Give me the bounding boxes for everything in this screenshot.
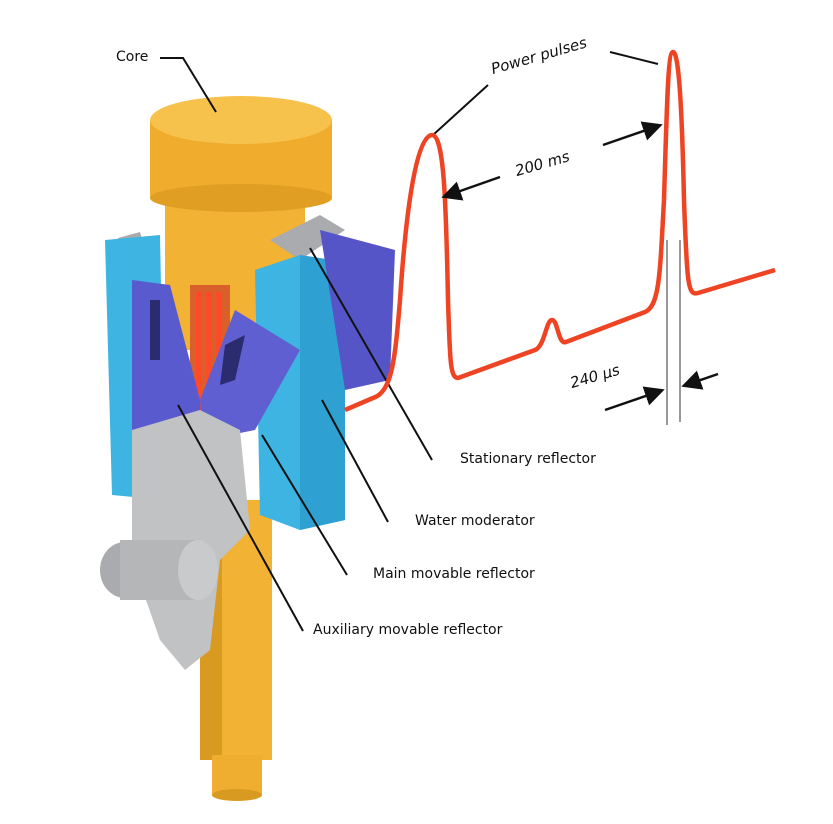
auxiliary-movable-reflector: [100, 410, 250, 670]
power-pulse-curve: [344, 49, 776, 413]
label-core: Core: [116, 49, 149, 65]
label-main-movable-reflector: Main movable reflector: [373, 566, 535, 582]
leader-lines: [160, 51, 659, 632]
label-auxiliary-movable-reflector: Auxiliary movable reflector: [313, 622, 503, 638]
label-water-moderator: Water moderator: [415, 513, 535, 529]
label-stationary-reflector: Stationary reflector: [460, 451, 596, 467]
dimension-arrows: [441, 121, 719, 412]
